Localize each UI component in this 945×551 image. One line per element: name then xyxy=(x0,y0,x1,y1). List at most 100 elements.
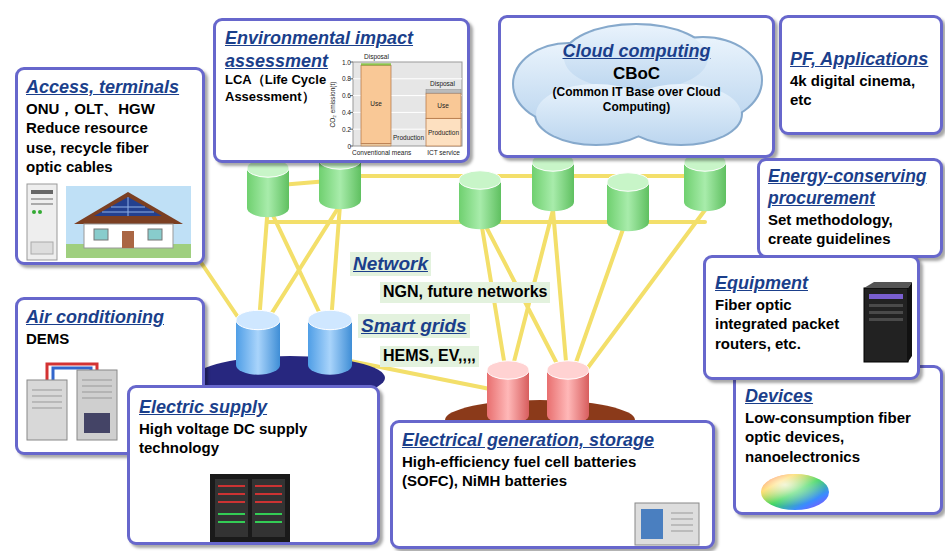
router-picture-part xyxy=(908,282,912,362)
lca-chart-part xyxy=(426,118,461,146)
fuel-cell-picture-part xyxy=(635,503,699,545)
chart-label: 0.8 xyxy=(337,75,351,82)
chart-label: 0.2 xyxy=(337,126,351,133)
cloud-box: Cloud computingCBoC(Common IT Base over … xyxy=(498,15,775,158)
air-conditioner-picture-part xyxy=(32,380,112,408)
assessment-box: Environmental impact assessmentLCA（Life … xyxy=(213,18,470,163)
yellow-links xyxy=(198,176,705,392)
fuel-cell-picture-part xyxy=(671,513,693,531)
box-text: Low-consumption fiber optic devices, nan… xyxy=(745,408,920,467)
box-heading: Devices xyxy=(745,385,931,408)
rack-picture-part xyxy=(218,486,282,502)
chart-label: Disposal xyxy=(364,53,389,60)
terminal-picture-part xyxy=(32,210,36,214)
nanodevice-picture-part xyxy=(761,474,829,510)
lca-chart-part xyxy=(353,62,462,146)
equipment-box: EquipmentFiber optic integrated packet r… xyxy=(703,255,920,380)
server-cylinders xyxy=(236,151,726,424)
yellow-links-part xyxy=(575,210,705,385)
house-picture xyxy=(66,186,191,258)
box-text: Set methodology, create guidelines xyxy=(768,210,936,249)
box-text: CBoC xyxy=(504,63,769,85)
chart-label: 1.0 xyxy=(337,59,351,66)
box-heading: Air conditioning xyxy=(26,306,194,329)
router-picture-part xyxy=(864,288,908,362)
lca-chart-part xyxy=(426,90,461,93)
cylinder-top xyxy=(459,171,501,189)
cylinder-top xyxy=(308,310,352,329)
terminal-picture-part xyxy=(27,184,57,260)
box-heading: Network xyxy=(350,252,431,276)
box-heading: Equipment xyxy=(715,272,908,295)
nanodevice-picture xyxy=(758,473,833,511)
box-heading: Access, terminals xyxy=(26,76,194,99)
rack-picture-part xyxy=(218,514,282,522)
box-heading: Smart grids xyxy=(358,314,470,338)
house-picture-part xyxy=(122,231,134,248)
terminal-picture-part xyxy=(31,198,53,200)
chart-label: Use xyxy=(366,100,386,107)
cylinder-top xyxy=(607,173,649,191)
chart-label: ICT service xyxy=(426,149,461,156)
air-conditioner-picture-part xyxy=(84,413,110,433)
house-picture-part xyxy=(102,197,154,216)
box-text: (Common IT Base over Cloud Computing) xyxy=(549,85,724,116)
yellow-links-part xyxy=(340,174,705,178)
cylinder-top xyxy=(487,361,529,379)
box-text: ONU，OLT、HGW Reduce resource use, recycle… xyxy=(26,99,176,177)
chart-label: 0.4 xyxy=(337,109,351,116)
router-picture-part xyxy=(869,318,903,321)
terminal-picture-part xyxy=(31,242,53,254)
router-picture-part xyxy=(864,282,912,288)
rack-picture xyxy=(200,474,300,542)
router-picture-part xyxy=(869,311,903,314)
box-heading: Electric supply xyxy=(139,396,368,419)
access-box: Access, terminalsONU，OLT、HGW Reduce reso… xyxy=(15,67,205,265)
house-picture-part xyxy=(94,229,108,240)
chart-label: 0 xyxy=(337,143,351,150)
electric-supply-box: Electric supplyHigh voltage DC supply te… xyxy=(127,385,380,545)
lca-chart-part xyxy=(361,63,391,65)
box-text: HEMS, EV,,,, xyxy=(380,346,479,367)
box-text: DEMS xyxy=(26,329,194,349)
fuel-cell-picture-part xyxy=(641,509,663,539)
chart-label: Disposal xyxy=(430,80,455,87)
rack-picture-part xyxy=(215,479,248,537)
chart-label: Conventional means xyxy=(352,149,411,156)
chart-label: 0.6 xyxy=(337,92,351,99)
box-text: High voltage DC supply technology xyxy=(139,419,339,458)
air-conditioner-picture xyxy=(22,358,122,446)
rack-picture-part xyxy=(210,474,290,542)
router-picture-part xyxy=(869,304,903,307)
box-text: NGN, future networks xyxy=(380,282,550,303)
router-picture-part xyxy=(869,294,903,299)
nanodevice-picture-part xyxy=(761,474,829,510)
terminal-picture-part xyxy=(38,210,42,214)
yellow-links-part xyxy=(553,210,568,385)
terminal-picture-part xyxy=(31,190,53,194)
box-heading: Energy-conserving procurement xyxy=(768,166,934,210)
box-text: High-efficiency fuel cell batteries (SOF… xyxy=(402,452,692,491)
lca-chart-part xyxy=(361,144,391,147)
lca-chart-part xyxy=(350,62,353,146)
cylinder-top xyxy=(547,361,589,379)
box-heading: Cloud computing xyxy=(504,40,769,63)
house-picture-part xyxy=(84,224,173,248)
box-text: 4k digital cinema, etc xyxy=(790,71,934,110)
chart-label: Production xyxy=(393,134,424,141)
rack-picture-part xyxy=(252,479,285,537)
terminal-picture xyxy=(22,182,62,262)
box-text: Fiber optic integrated packet routers, e… xyxy=(715,295,855,354)
terminal-picture-part xyxy=(31,203,53,205)
cylinder-top xyxy=(236,310,280,329)
lca-chart-part xyxy=(361,65,391,143)
air-conditioner-picture-part xyxy=(27,380,67,440)
router-picture xyxy=(858,280,913,365)
box-heading: PF, Applications xyxy=(790,48,934,71)
house-picture-part xyxy=(74,192,183,224)
platform-box: PF, Applications4k digital cinema, etc xyxy=(779,15,943,135)
chart-label: CO₂ emission(t) xyxy=(329,77,336,132)
house-picture-part xyxy=(94,197,162,216)
devices-box: DevicesLow-consumption fiber optic devic… xyxy=(733,365,943,515)
yellow-links-part xyxy=(568,215,628,385)
